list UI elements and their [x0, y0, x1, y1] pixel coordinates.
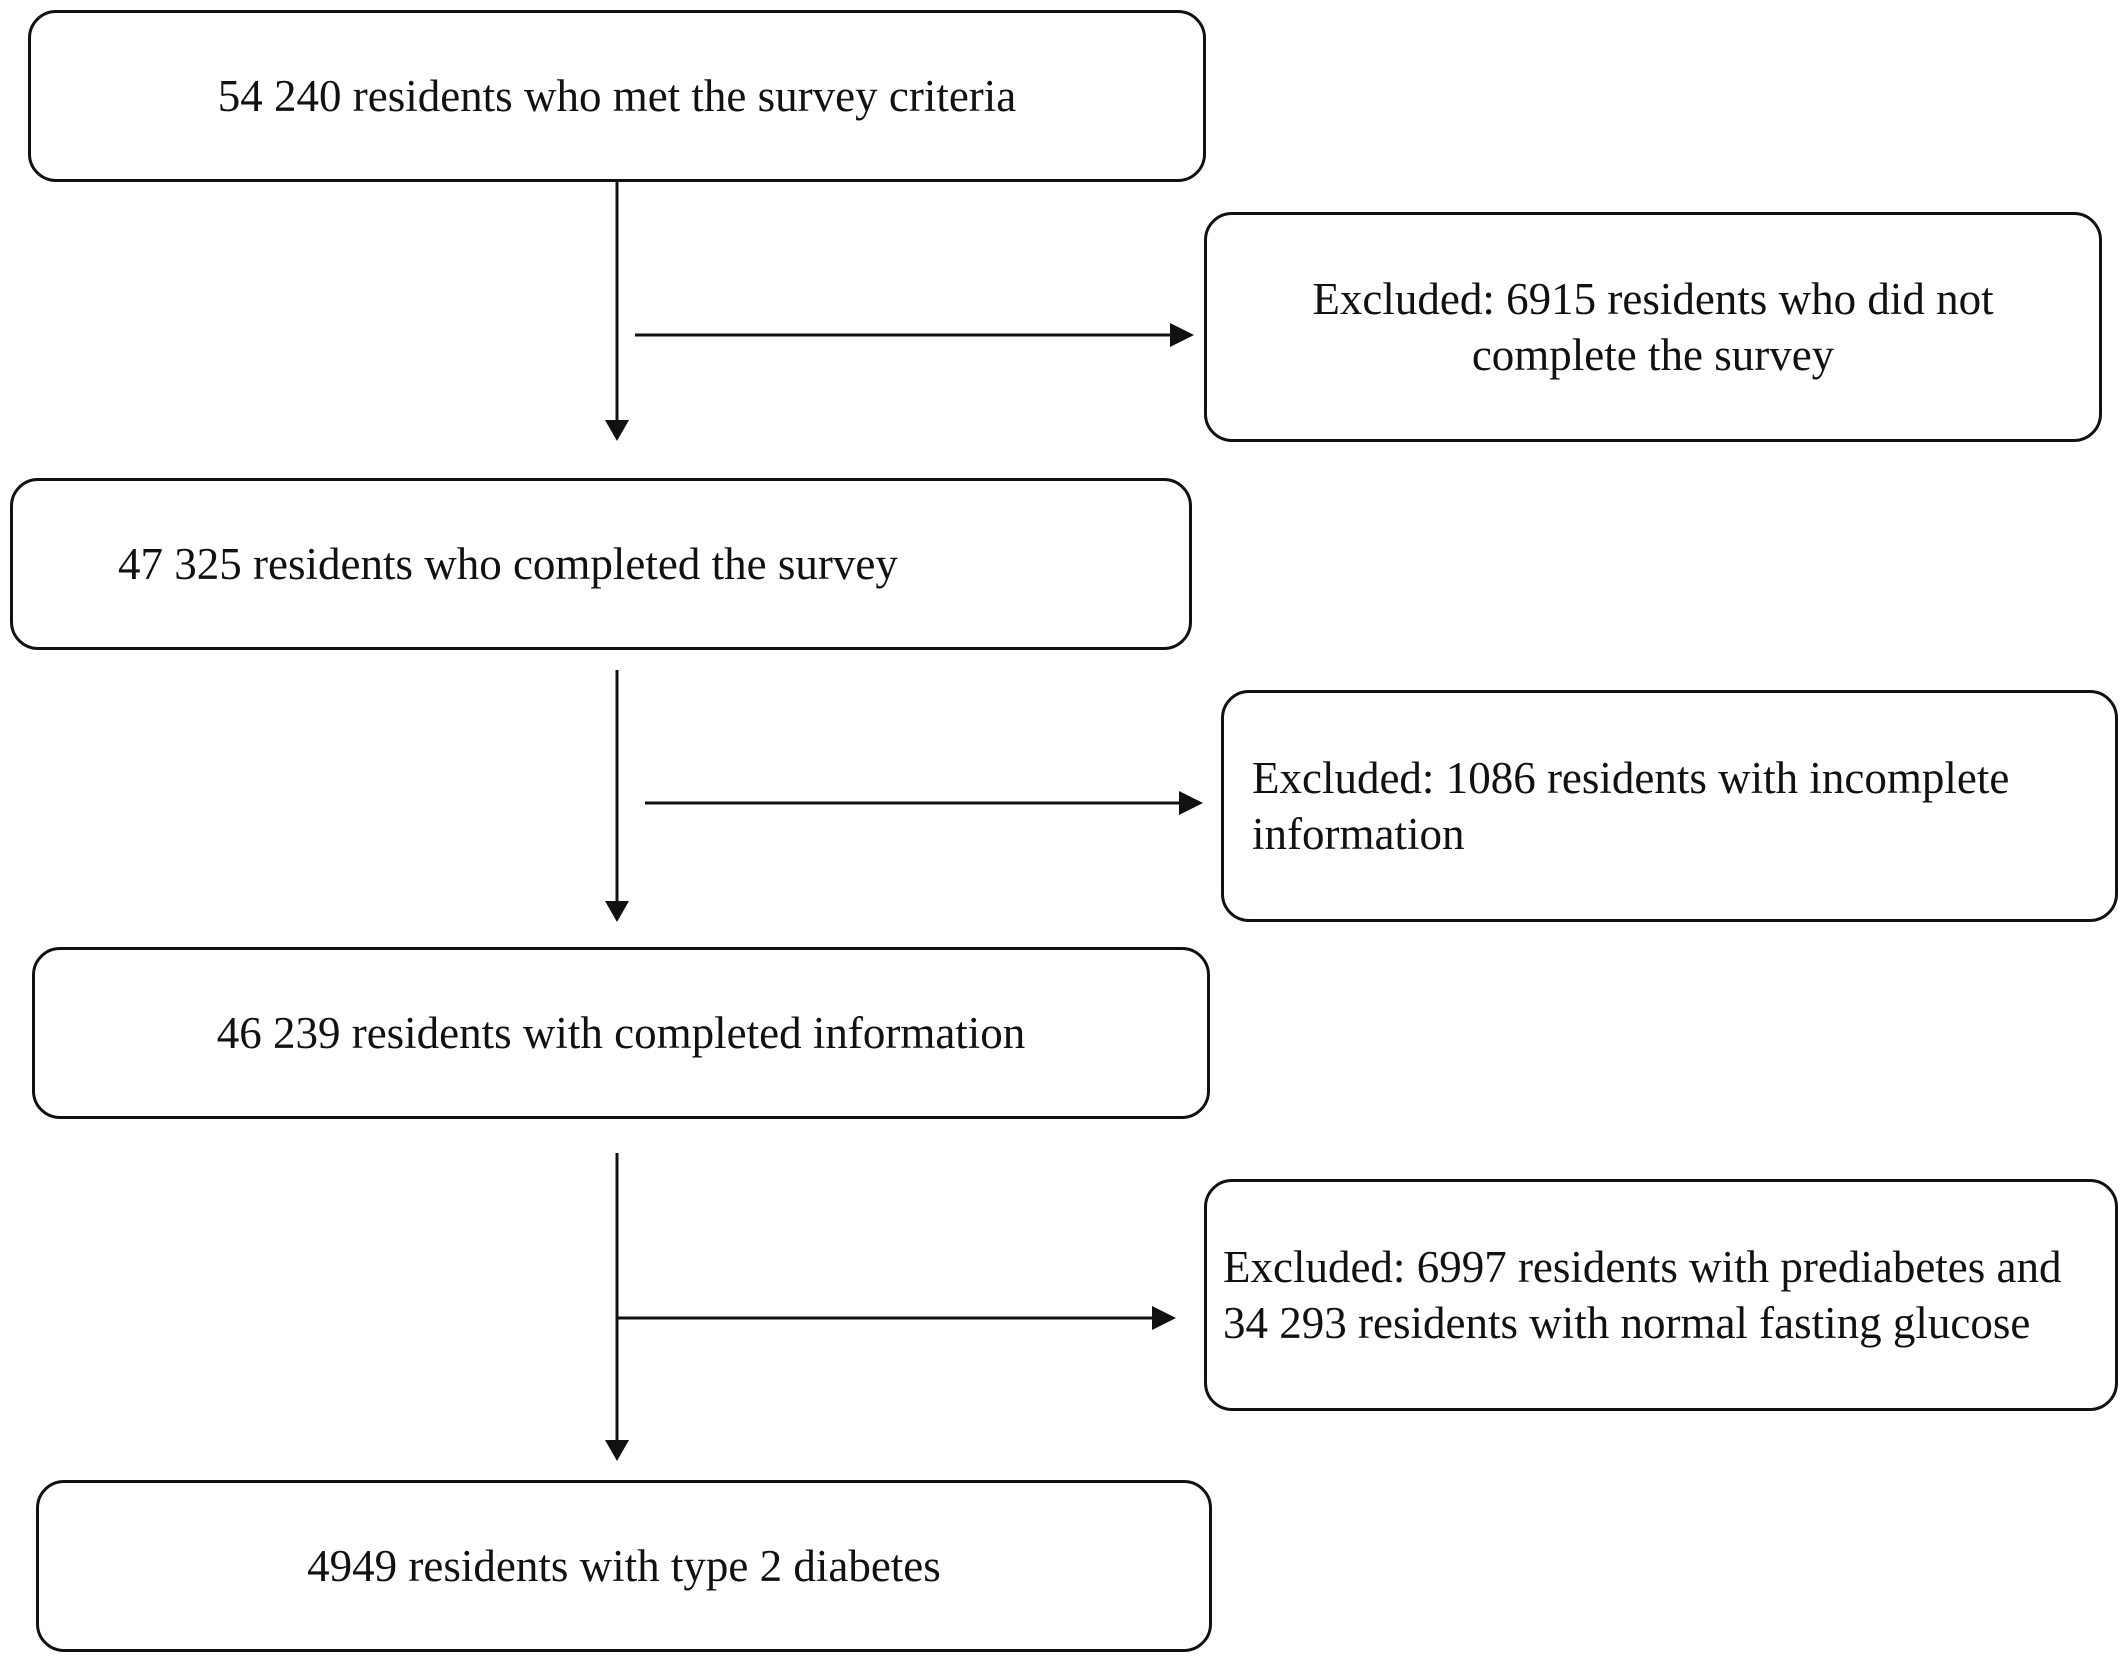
exclusion-text-not-complete: Excluded: 6915 residents who did not com…: [1312, 274, 1994, 380]
arrowhead-right-icon: [1179, 791, 1203, 815]
step-box-completed-survey: 47 325 residents who completed the surve…: [10, 478, 1192, 650]
exclusion-box-not-complete: Excluded: 6915 residents who did not com…: [1204, 212, 2102, 442]
arrowhead-down-icon: [605, 1440, 629, 1461]
step-text-criteria: 54 240 residents who met the survey crit…: [217, 71, 1017, 121]
arrowhead-down-icon: [605, 901, 629, 922]
step-text-type2: 4949 residents with type 2 diabetes: [307, 1541, 941, 1591]
exclusion-box-incomplete-info: Excluded: 1086 residents with incomplete…: [1221, 690, 2118, 922]
arrowhead-right-icon: [1170, 323, 1194, 347]
step-box-criteria: 54 240 residents who met the survey crit…: [28, 10, 1206, 182]
step-text-completed-survey: 47 325 residents who completed the surve…: [118, 539, 898, 589]
exclusion-text-prediabetes: Excluded: 6997 residents with prediabete…: [1223, 1242, 2062, 1348]
arrowhead-down-icon: [605, 420, 629, 441]
arrowhead-right-icon: [1152, 1306, 1176, 1330]
step-box-completed-info: 46 239 residents with completed informat…: [32, 947, 1210, 1119]
step-text-completed-info: 46 239 residents with completed informat…: [216, 1008, 1026, 1058]
step-box-type2: 4949 residents with type 2 diabetes: [36, 1480, 1212, 1652]
exclusion-text-incomplete-info: Excluded: 1086 residents with incomplete…: [1252, 753, 2010, 859]
exclusion-box-prediabetes: Excluded: 6997 residents with prediabete…: [1204, 1179, 2118, 1411]
